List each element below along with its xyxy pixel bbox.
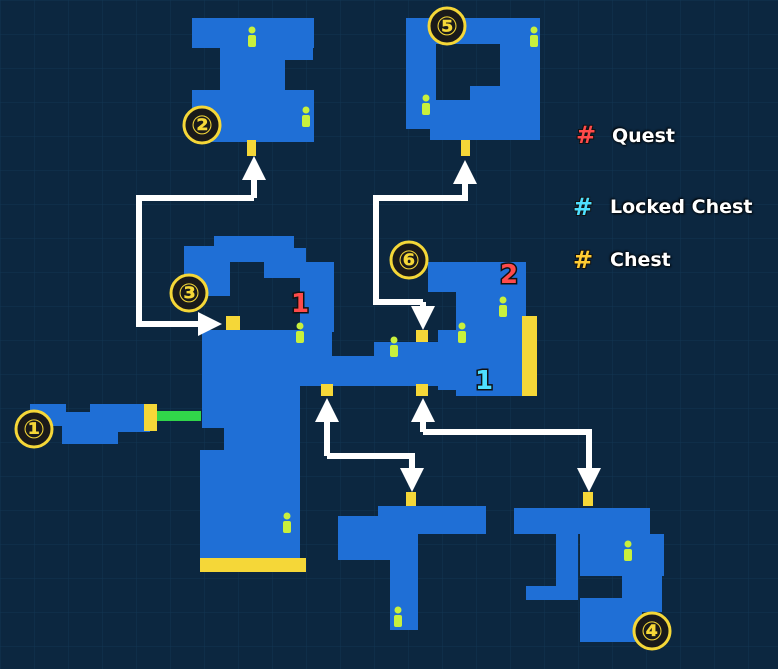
chest-legend-icon: # [573,246,594,274]
door-bottom-middle-top[interactable] [321,384,333,396]
door-area-6[interactable] [416,330,428,342]
quest-marker-2[interactable]: 2 [498,259,519,292]
green-connector [157,411,201,421]
door-area-3[interactable] [226,316,240,330]
area-badge-1[interactable]: ① [14,409,54,449]
npc-icon[interactable] [394,606,402,628]
npc-icon[interactable] [302,106,310,128]
room-area-6 [428,262,528,396]
quest-legend-icon: # [576,121,597,149]
arrow-6-to-5 [373,160,477,305]
doors [144,140,593,572]
door-area-5[interactable] [461,140,470,156]
area-label-6: ⑥ [398,246,420,276]
area-badge-3[interactable]: ③ [169,273,209,313]
area-label-5: ⑤ [436,12,458,42]
door-area-4-top[interactable] [416,384,428,396]
bottom-exit[interactable] [200,558,306,572]
npc-icon[interactable] [422,94,430,116]
legend-quest-label: Quest [612,125,675,147]
area-badge-2[interactable]: ② [182,105,222,145]
wall-chest-bar [522,316,537,396]
area-label-4: ④ [641,617,663,647]
quest-marker-1[interactable]: 1 [289,288,310,321]
npc-icon[interactable] [458,322,466,344]
area-badges: ① ② ③ ④ ⑤ ⑥ [14,6,672,651]
room-area-4 [514,508,664,642]
arrow-to-4 [423,429,601,492]
area-label-2: ② [191,111,213,141]
room-area-1 [30,404,150,444]
npc-icon[interactable] [248,26,256,48]
npc-icon[interactable] [283,512,291,534]
area-badge-5[interactable]: ⑤ [427,6,467,46]
door-area-4[interactable] [583,492,593,506]
legend-chest-label: Chest [610,249,671,271]
npc-icon[interactable] [390,336,398,358]
locked-chest-marker-1[interactable]: 1 [473,365,494,398]
route-arrows [136,156,601,492]
arrow-to-bottom-middle [327,453,424,492]
door-bottom-middle[interactable] [406,492,416,506]
npc-icon[interactable] [296,322,304,344]
door-area-1[interactable] [144,404,157,431]
area-label-1: ① [23,415,45,445]
npc-icon[interactable] [499,296,507,318]
area-label-3: ③ [178,279,200,309]
door-area-2[interactable] [247,140,256,156]
arrow-3-to-2 [136,195,254,336]
room-bottom-middle [338,506,486,630]
area-badge-4[interactable]: ④ [632,611,672,651]
locked-chest-legend-icon: # [573,193,594,221]
npc-icon[interactable] [530,26,538,48]
area-badge-6[interactable]: ⑥ [389,240,429,280]
legend-locked-chest-label: Locked Chest [610,196,753,218]
npc-icon[interactable] [624,540,632,562]
